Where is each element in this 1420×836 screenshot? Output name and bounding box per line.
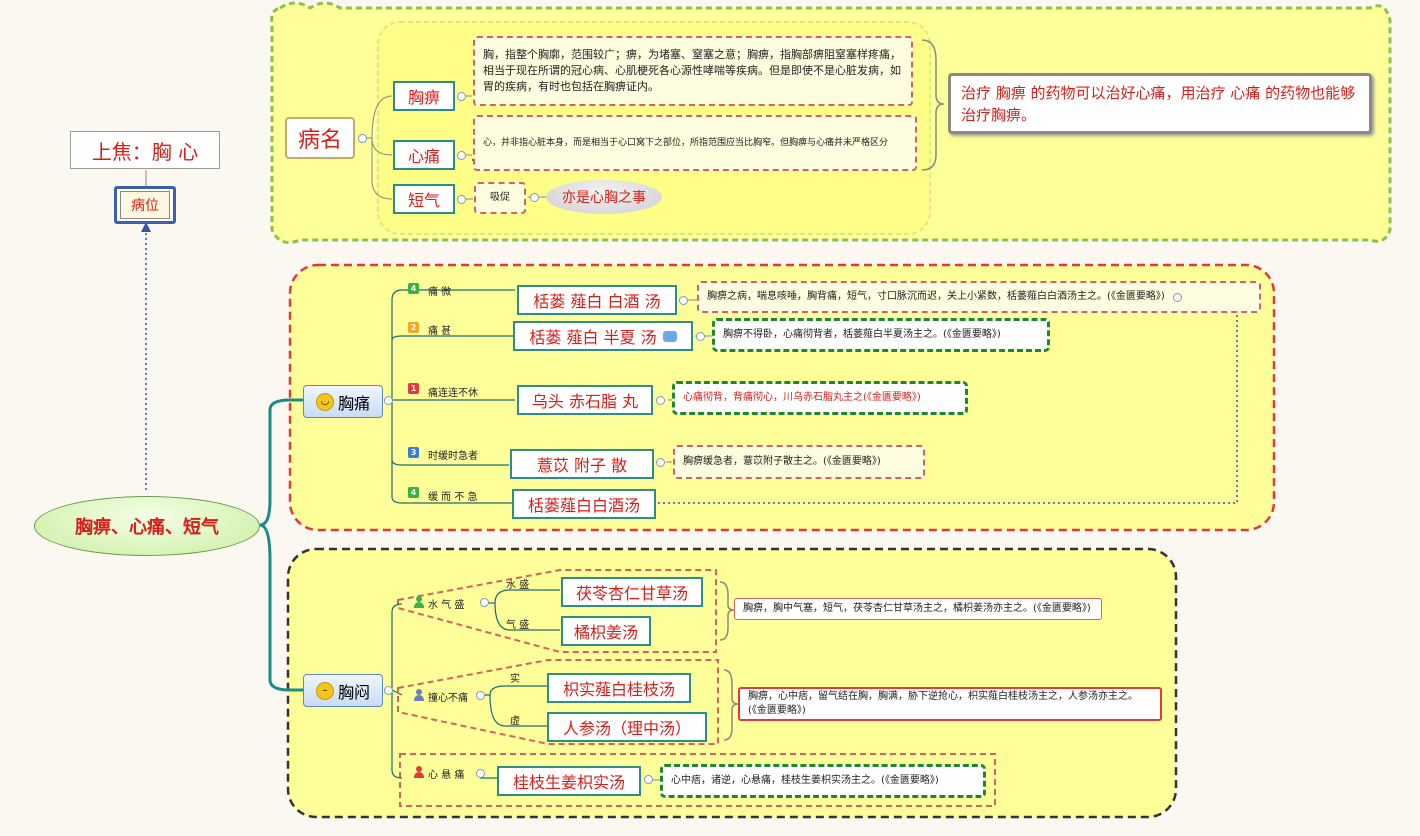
formula-node[interactable]: 橘枳姜汤 xyxy=(561,616,651,646)
user-red-icon xyxy=(414,766,424,778)
heart-pain-label: 心痛 xyxy=(407,147,440,166)
short-breath-label: 短气 xyxy=(407,191,440,210)
collapse-toggle[interactable] xyxy=(656,396,665,405)
formula-note: 心痛彻背，背痛彻心，川乌赤石脂丸主之(《金匮要略》) xyxy=(672,381,968,415)
priority-4-icon: 4 xyxy=(408,283,419,294)
chest-pain-node[interactable]: ◡ 胸痛 xyxy=(303,385,383,418)
chest-bi-label: 胸痹 xyxy=(407,88,440,107)
collapse-toggle[interactable] xyxy=(457,151,466,160)
formula-node[interactable]: 乌头 赤石脂 丸 xyxy=(517,385,653,415)
collapse-toggle[interactable] xyxy=(696,332,705,341)
collapse-toggle[interactable] xyxy=(476,691,485,700)
condition-label: 气 盛 xyxy=(506,620,530,631)
formula-node[interactable]: 栝蒌薤白白酒汤 xyxy=(512,489,656,519)
user-blue-icon xyxy=(414,689,424,701)
condition-label: 时缓时急者 xyxy=(428,451,478,462)
condition-label: 痛连连不休 xyxy=(428,388,478,399)
group-note: 胸痹，心中痞，留气结在胸，胸满，胁下逆抢心，枳实薤白桂枝汤主之，人参汤亦主之。(… xyxy=(738,687,1162,721)
condition-label: 缓 而 不 急 xyxy=(428,492,478,503)
chest-bi-node[interactable]: 胸痹 xyxy=(393,81,455,111)
chest-pain-emoji-icon: ◡ xyxy=(315,392,334,411)
short-breath-node[interactable]: 短气 xyxy=(393,184,455,214)
formula-node[interactable]: 栝蒌 薤白 半夏 汤 xyxy=(513,321,693,351)
condition-label: 痛 微 xyxy=(428,287,452,298)
upper-jiao-box[interactable]: 上焦：胸 心 xyxy=(70,131,220,169)
priority-3-icon: 3 xyxy=(408,447,419,458)
condition-label: 水 盛 xyxy=(506,580,530,591)
short-breath-extra: 亦是心胸之事 xyxy=(546,180,662,214)
priority-1-icon: 1 xyxy=(408,383,419,394)
formula-node[interactable]: 茯苓杏仁甘草汤 xyxy=(561,577,703,607)
collapse-toggle[interactable] xyxy=(358,134,367,143)
disease-summary: 治疗 胸痹 的药物可以治好心痛，用治疗 心痛 的药物也能够治疗胸痹。 xyxy=(948,73,1372,134)
chest-pain-label: 胸痛 xyxy=(337,393,370,413)
group-note: 心中痞，诸逆，心悬痛，桂枝生姜枳实汤主之。(《金匮要略》) xyxy=(660,764,986,798)
condition-label: 虚 xyxy=(510,716,520,727)
formula-node[interactable]: 薏苡 附子 散 xyxy=(510,449,654,479)
group-note: 胸痹，胸中气塞，短气，茯苓杏仁甘草汤主之，橘枳姜汤亦主之。(《金匮要略》) xyxy=(734,598,1102,620)
priority-4-icon: 4 xyxy=(408,487,419,498)
collapse-toggle[interactable] xyxy=(384,686,393,695)
short-breath-note: 吸促 xyxy=(474,182,526,214)
formula-node[interactable]: 桂枝生姜枳实汤 xyxy=(497,766,641,796)
heart-pain-node[interactable]: 心痛 xyxy=(393,140,455,170)
collapse-toggle[interactable] xyxy=(679,296,688,305)
location-label: 病位 xyxy=(131,198,159,214)
formula-note: 胸痹缓急者，薏苡附子散主之。(《金匮要略》) xyxy=(673,445,925,479)
disease-names-node[interactable]: 病名 xyxy=(285,117,355,159)
chest-bi-note: 胸，指整个胸廓，范围较广；痹，为堵塞、窒塞之意；胸痹，指胸部痹阻窒塞样疼痛，相当… xyxy=(473,36,913,106)
collapse-toggle[interactable] xyxy=(457,195,466,204)
condition-label: 痛 甚 xyxy=(428,326,452,337)
formula-note: 胸痹不得卧，心痛彻背者，栝蒌薤白半夏汤主之。(《金匮要略》) xyxy=(712,318,1050,352)
collapse-toggle[interactable] xyxy=(476,769,485,778)
collapse-toggle[interactable] xyxy=(644,775,653,784)
heart-pain-note: 心，并非指心脏本身，而是相当于心口窝下之部位，所指范围应当比胸窄。但胸痹与心痛并… xyxy=(473,115,917,171)
collapse-toggle[interactable] xyxy=(384,396,393,405)
collapse-toggle[interactable] xyxy=(1172,292,1182,302)
collapse-toggle[interactable] xyxy=(480,598,489,607)
root-node[interactable]: 胸痹、心痛、短气 xyxy=(34,496,260,556)
chest-tightness-label: 胸闷 xyxy=(337,682,370,702)
comment-icon[interactable] xyxy=(662,330,677,342)
upper-jiao-label: 上焦：胸 心 xyxy=(91,139,199,164)
formula-note: 胸痹之病，喘息咳唾，胸背痛，短气，寸口脉沉而迟，关上小紧数，栝蒌薤白白酒汤主之。… xyxy=(697,281,1261,313)
collapse-toggle[interactable] xyxy=(656,458,665,467)
collapse-toggle[interactable] xyxy=(457,92,466,101)
collapse-toggle[interactable] xyxy=(530,193,539,202)
user-green-icon xyxy=(414,596,424,608)
group-label: 撞心不痛 xyxy=(428,693,468,704)
chest-tightness-node[interactable]: – 胸闷 xyxy=(303,674,383,707)
location-node[interactable]: 病位 xyxy=(114,186,176,224)
chest-tightness-emoji-icon: – xyxy=(315,681,334,700)
formula-node[interactable]: 枳实薤白桂枝汤 xyxy=(547,673,691,703)
disease-names-label: 病名 xyxy=(297,128,342,153)
condition-label: 实 xyxy=(510,674,520,685)
priority-2-icon: 2 xyxy=(408,322,419,333)
root-label: 胸痹、心痛、短气 xyxy=(75,517,219,538)
group-label: 心 悬 痛 xyxy=(428,770,465,781)
formula-node[interactable]: 栝蒌 薤白 白酒 汤 xyxy=(517,285,677,315)
formula-node[interactable]: 人参汤（理中汤） xyxy=(547,712,707,742)
group-label: 水 气 盛 xyxy=(428,600,465,611)
